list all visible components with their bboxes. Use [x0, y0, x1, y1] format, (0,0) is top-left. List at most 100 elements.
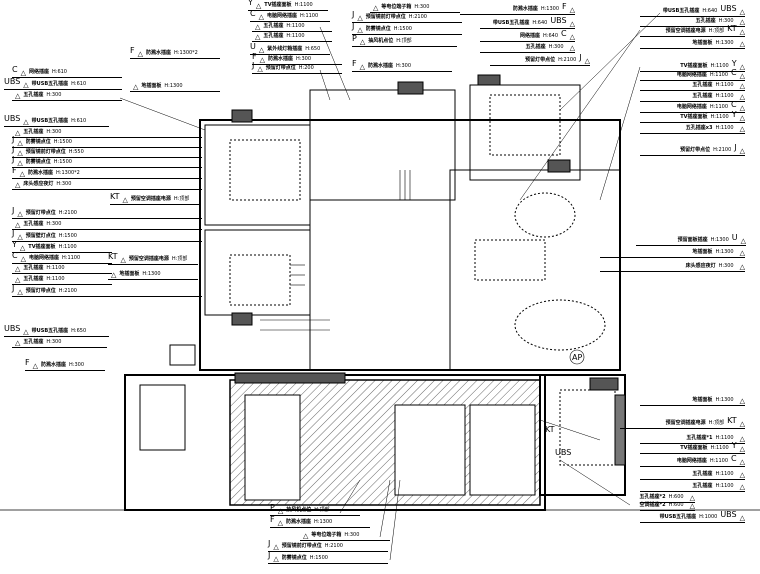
outlet-symbol-icon: △	[17, 159, 23, 167]
outlet-name: 五孔插座	[23, 129, 44, 135]
outlet-height: H:顶部	[173, 196, 190, 202]
outlet-name: 防溅水插座	[146, 50, 172, 56]
outlet-height: H:顶部	[396, 38, 412, 44]
outlet-code: C	[561, 29, 567, 38]
outlet-name: 床头感应夜灯	[23, 181, 54, 187]
outlet-height: H:1100	[715, 93, 734, 99]
outlet-code: C	[12, 251, 18, 260]
outlet-symbol-icon: △	[303, 532, 309, 540]
outlet-symbol-icon: △	[120, 256, 126, 264]
outlet-name: 五孔插座	[263, 23, 284, 29]
outlet-symbol-icon: △	[739, 63, 745, 71]
outlet-code: Y	[248, 0, 253, 7]
outlet-symbol-icon: △	[739, 72, 745, 80]
outlet-name: 五孔插座*2	[639, 494, 666, 500]
outlet-height: H:1300*2	[174, 50, 198, 56]
outlet-height: H:1100	[710, 63, 729, 69]
outlet-symbol-icon: △	[258, 46, 265, 54]
outlet-symbol-icon: △	[255, 33, 261, 41]
outlet-name: 五孔插座	[23, 221, 44, 227]
outlet-height: H:1100	[46, 276, 65, 282]
outlet-height: H:1300	[715, 249, 734, 255]
outlet-name: 五孔插座*1	[686, 435, 713, 441]
outlet-code: F	[25, 358, 30, 367]
outlet-symbol-icon: △	[739, 18, 745, 26]
outlet-code: J	[12, 206, 15, 215]
outlet-symbol-icon: △	[569, 44, 575, 52]
outlet-name: 防溅水插座	[368, 63, 394, 69]
outlet-height: H:2100	[408, 14, 427, 20]
outlet-code: P	[270, 503, 275, 512]
outlet-name: 防溅水插座	[268, 56, 294, 62]
outlet-height: H:1100	[294, 2, 313, 8]
outlet-height: H:1100	[286, 23, 305, 29]
outlet-symbol-icon: △	[739, 445, 745, 453]
outlet-height: H:1100	[715, 82, 734, 88]
outlet-height: H:1300	[314, 519, 333, 525]
outlet-name: 预留灯带点位	[265, 65, 296, 71]
outlet-code: Y	[731, 59, 737, 68]
outlet-name: 地插面板	[692, 397, 713, 403]
outlet-code: F	[562, 2, 567, 11]
outlet-code: UBS	[4, 114, 21, 123]
outlet-symbol-icon: △	[15, 276, 21, 284]
outlet-symbol-icon: △	[17, 139, 23, 147]
outlet-name: 防雾镜点位	[365, 26, 391, 32]
bedroom-right-top	[469, 84, 581, 181]
outlet-height: H:1100	[715, 483, 734, 489]
outlet-name: 带USB五孔插座	[492, 20, 530, 26]
outlet-height: H:300	[718, 263, 734, 269]
outlet-height: H:1500	[53, 159, 72, 165]
outlet-symbol-icon: △	[259, 56, 265, 64]
outlet-name: 等电位端子箱	[381, 4, 412, 10]
outlet-code: C	[250, 9, 256, 18]
elevator-2	[394, 404, 466, 496]
outlet-symbol-icon: △	[273, 555, 279, 563]
outlet-code: KT	[108, 252, 118, 261]
outlet-name: 地插面板	[141, 83, 162, 89]
outlet-code: F	[252, 52, 257, 61]
outlet-height: H:600	[668, 494, 684, 500]
outlet-name: 防溅水插座	[512, 6, 538, 12]
bedroom-left-lower	[204, 229, 311, 316]
outlet-height: H:1100	[58, 244, 77, 250]
outlet-symbol-icon: △	[739, 420, 745, 428]
outlet-height: H:1500	[393, 26, 412, 32]
outlet-height: H:1100	[710, 114, 729, 120]
outlet-name: TV插座面板	[680, 114, 708, 120]
outlet-height: H:2100	[558, 57, 577, 63]
outlet-symbol-icon: △	[255, 23, 261, 31]
outlet-height: H:300	[414, 4, 430, 10]
outlet-name: 防溅水插座	[286, 519, 312, 525]
outlet-symbol-icon: △	[111, 271, 117, 279]
outlet-symbol-icon: △	[277, 519, 283, 527]
outlet-code: UBS	[4, 324, 21, 333]
outlet-name: TV插座面板	[680, 63, 708, 69]
outlet-symbol-icon: △	[137, 50, 143, 58]
outlet-symbol-icon: △	[257, 65, 263, 73]
outlet-code: C	[12, 65, 18, 74]
outlet-code: J	[12, 145, 15, 154]
outlet-height: H:2100	[324, 543, 343, 549]
